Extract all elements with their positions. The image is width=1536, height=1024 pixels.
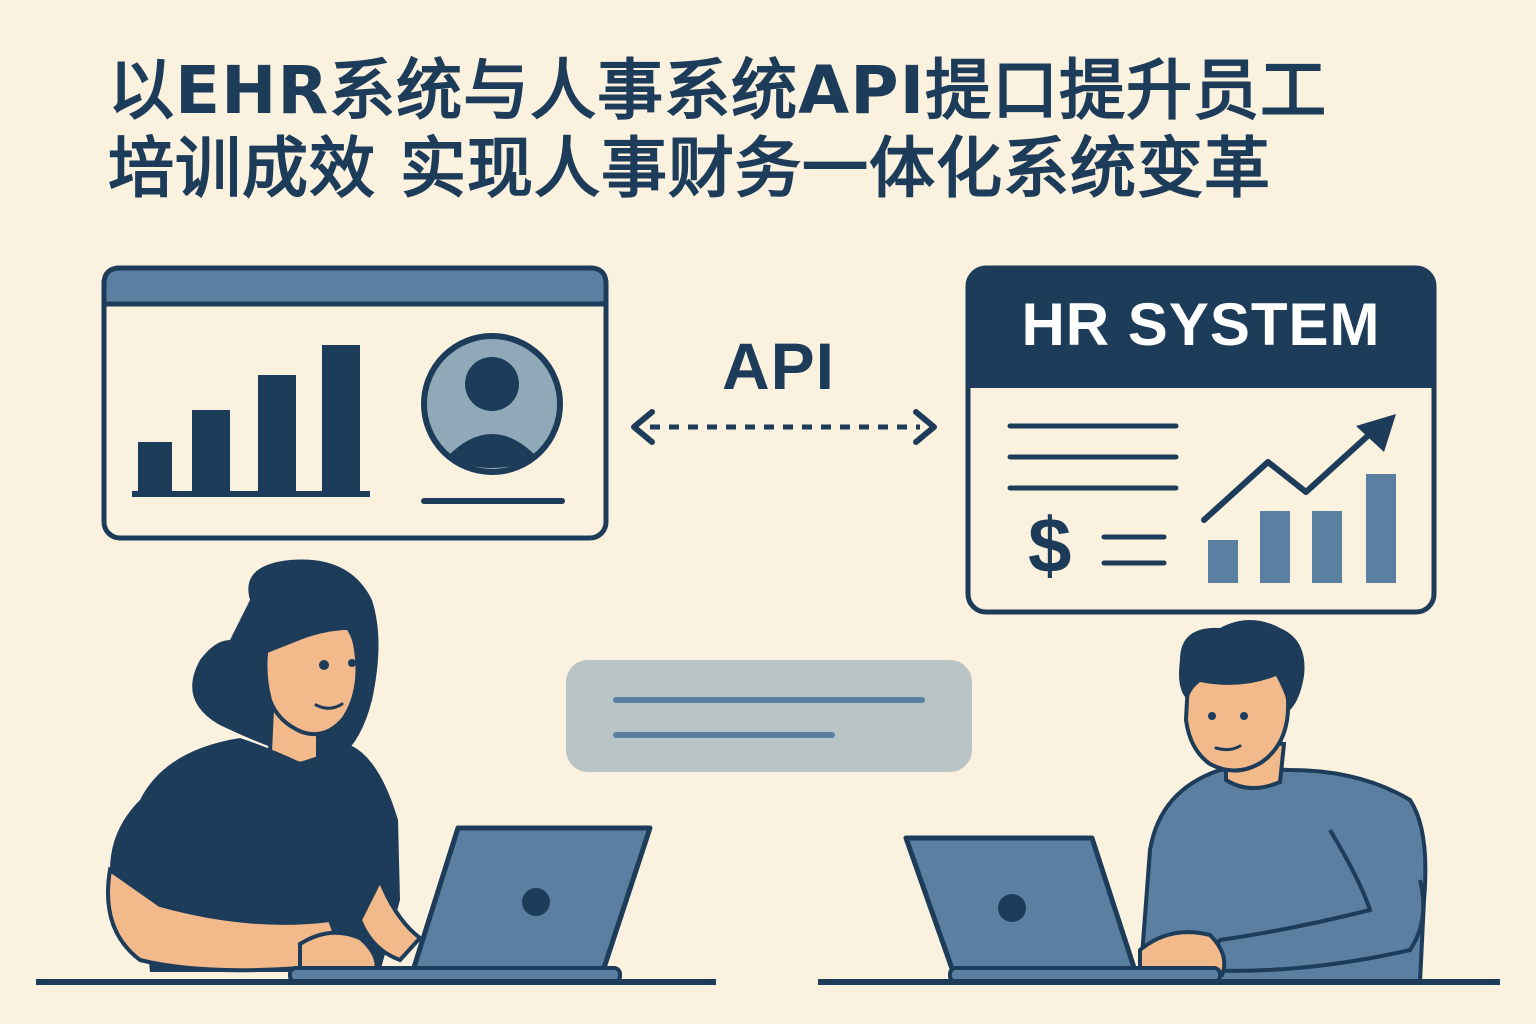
- bar-chart-icon: [132, 345, 370, 497]
- message-bubble: [566, 660, 972, 772]
- document-lines-icon: [1007, 423, 1179, 491]
- man-illustration: [1137, 620, 1428, 984]
- ehr-dashboard-panel: [101, 265, 609, 541]
- woman-illustration: [106, 559, 423, 974]
- headline: 以EHR系统与人事系统API提口提升员工 培训成效 实现人事财务一体化系统变革: [108, 52, 1518, 208]
- api-bidirectional-arrow-icon: [631, 409, 937, 445]
- headline-line-1: 以EHR系统与人事系统API提口提升员工: [108, 52, 1328, 129]
- equals-lines-icon: [1101, 534, 1167, 566]
- user-avatar-icon: [421, 333, 563, 475]
- hr-system-title: HR SYSTEM: [1021, 291, 1381, 358]
- dollar-icon: $: [1028, 501, 1072, 589]
- growth-chart-icon: [1201, 414, 1396, 583]
- hr-system-panel: [965, 265, 1437, 615]
- api-label: API: [722, 329, 836, 403]
- headline-line-2: 培训成效 实现人事财务一体化系统变革: [108, 130, 1271, 207]
